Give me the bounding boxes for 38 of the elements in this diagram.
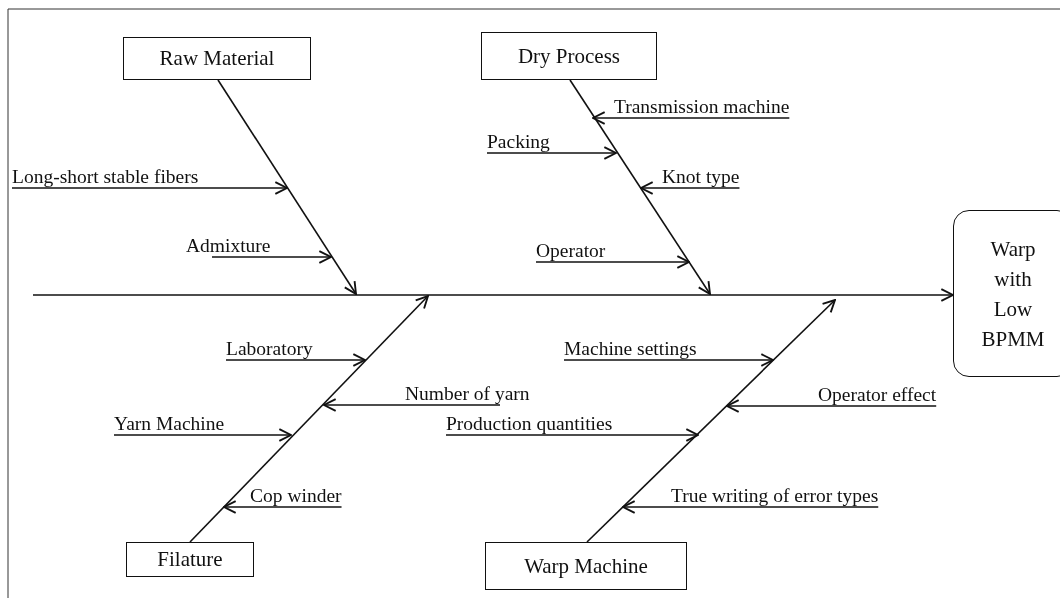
cause-label: Yarn Machine — [114, 413, 225, 435]
arrow — [445, 428, 699, 442]
cause-label: Number of yarn — [405, 383, 530, 405]
arrow — [563, 353, 774, 367]
arrow — [622, 500, 880, 514]
effect-box: Warp with Low BPMM — [953, 210, 1060, 377]
arrow — [640, 181, 741, 195]
arrow — [32, 288, 954, 302]
category-box: Raw Material — [123, 37, 311, 80]
arrow — [223, 500, 343, 514]
cause-label: Operator effect — [818, 384, 937, 406]
arrow — [486, 146, 617, 160]
arrow — [586, 299, 836, 543]
cause-label: Long-short stable fibers — [12, 166, 199, 188]
cause-label: Knot type — [662, 166, 740, 188]
arrow — [11, 181, 288, 195]
cause-label: Machine settings — [564, 338, 697, 360]
cause-label: Production quantities — [446, 413, 613, 435]
category-box: Filature — [126, 542, 254, 577]
cause-label: Laboratory — [226, 338, 313, 360]
cause-label: Transmission machine — [614, 96, 790, 118]
arrow — [323, 398, 501, 412]
arrow — [726, 399, 937, 413]
cause-label: True writing of error types — [671, 485, 879, 507]
category-box: Dry Process — [481, 32, 657, 80]
cause-label: Admixture — [186, 235, 271, 257]
cause-label: Operator — [536, 240, 606, 262]
arrow — [225, 353, 366, 367]
arrow — [217, 79, 357, 295]
arrow — [211, 250, 332, 264]
cause-label: Cop winder — [250, 485, 342, 507]
arrow — [113, 428, 292, 442]
arrow — [592, 111, 791, 125]
category-box: Warp Machine — [485, 542, 687, 590]
arrow — [569, 79, 711, 295]
arrow — [189, 295, 429, 543]
cause-label: Packing — [487, 131, 550, 153]
arrow — [535, 255, 690, 269]
